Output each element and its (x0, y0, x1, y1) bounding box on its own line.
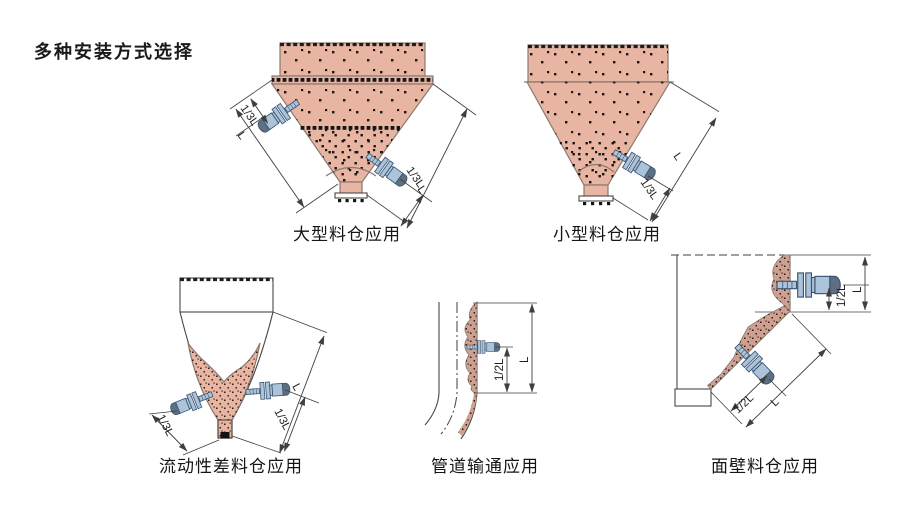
hopper-outline (179, 277, 274, 439)
figure-poor-flow-silo: 1/3L 1/3L L (148, 277, 328, 456)
dim-label: 1/3L (271, 407, 292, 433)
outlet-neck (583, 184, 609, 198)
pipe-outline (424, 301, 478, 440)
outlet-neck (339, 181, 363, 195)
dim-label: 1/2L (836, 284, 848, 307)
figure-wall-silo: 1/2L L 1/2L L (671, 254, 871, 428)
figure-large-silo: 1/3L L 1/3L L (229, 42, 477, 229)
figure-caption: 小型料仓应用 (553, 225, 661, 244)
figure-caption: 流动性差料仓应用 (159, 457, 303, 476)
figure-caption: 面壁料仓应用 (711, 457, 819, 476)
figure-caption: 管道输通应用 (431, 457, 539, 476)
dim-label: 1/3L (154, 413, 175, 439)
bin-outline (671, 254, 871, 407)
figure-small-silo: 1/3L L (524, 44, 720, 223)
outlet-ledge (674, 388, 712, 407)
dim-label: 1/2L (494, 358, 506, 381)
particle-band (272, 76, 433, 84)
material-arch (325, 166, 377, 177)
figure-caption: 大型料仓应用 (293, 225, 401, 244)
dimension-lines: 1/2L L (473, 302, 537, 394)
page-title: 多种安装方式选择 (34, 42, 194, 62)
dim-label: L (289, 382, 303, 394)
dim-label: 1/2L (732, 392, 757, 417)
material-arch (577, 163, 615, 173)
pipe-wall-left (424, 302, 440, 426)
particle-band (300, 124, 400, 132)
figure-pipeline: 1/2L L (424, 301, 537, 440)
dim-label: 1/3L (638, 177, 661, 203)
pipe-centerline (440, 302, 458, 435)
outlet-flange (334, 192, 368, 199)
dim-label: L (852, 286, 864, 293)
outlet-flange (578, 195, 614, 202)
dimension-lines: 1/2L L 1/2L L (710, 256, 869, 428)
dim-label: L (519, 356, 531, 363)
hopper-outline (270, 42, 435, 203)
dim-label: L (671, 151, 685, 164)
dim-label: L (235, 130, 249, 143)
level-switch-sensor-icon (245, 380, 291, 401)
